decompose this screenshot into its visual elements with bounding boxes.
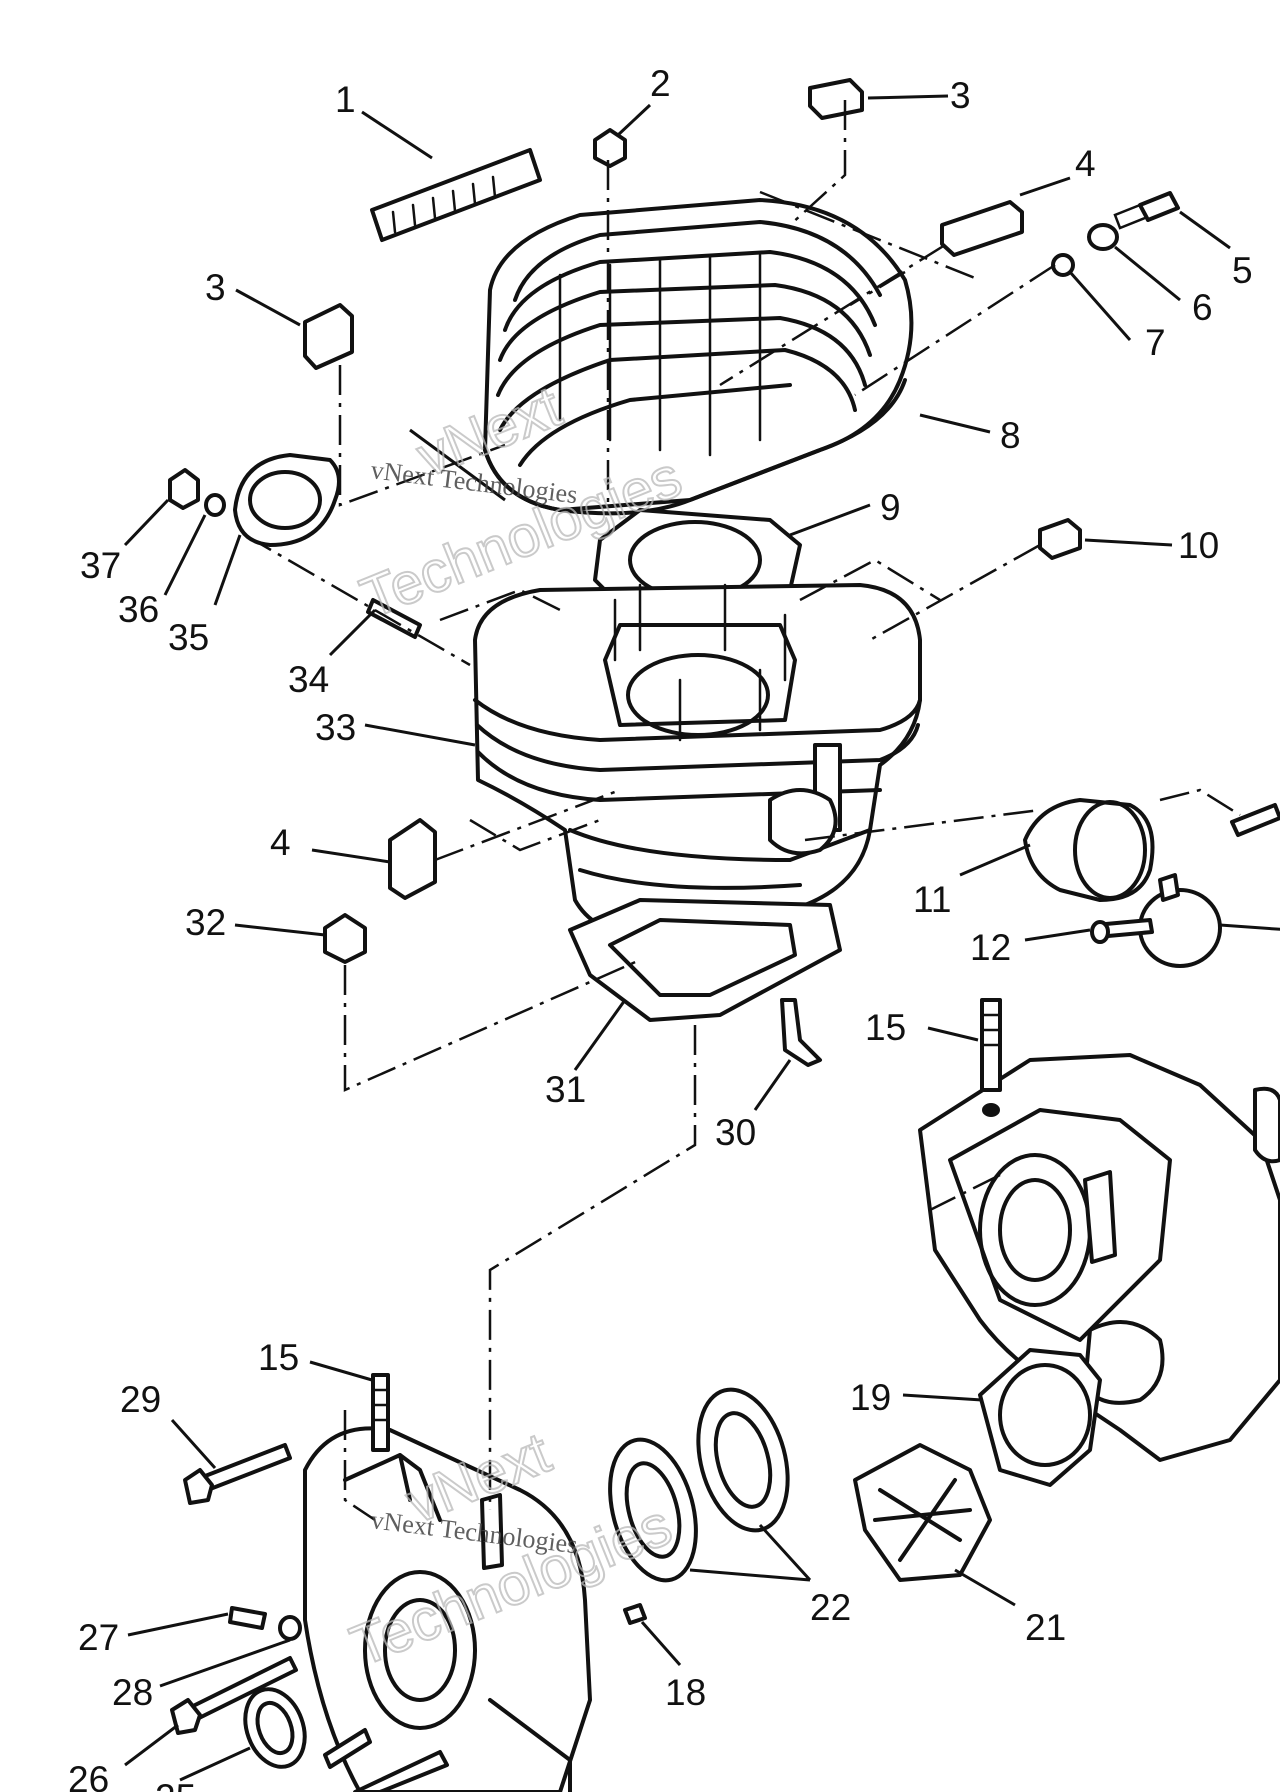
cylinder-head (483, 198, 914, 516)
callout-35: 35 (168, 617, 209, 658)
stud-34 (366, 598, 422, 639)
screw-12 (1090, 918, 1154, 944)
callout-21: 21 (1025, 1607, 1066, 1648)
washer-36 (204, 493, 226, 517)
callout-labels: 1 2 3 3 4 4 5 6 7 8 9 10 11 12 15 15 18 … (68, 63, 1253, 1792)
alignment-lines (244, 100, 1241, 1522)
callout-4-left: 4 (270, 822, 291, 863)
screw-lower (323, 1728, 372, 1769)
callout-36: 36 (118, 589, 159, 630)
callout-3-left: 3 (205, 267, 226, 308)
damper-1 (370, 148, 542, 242)
rubber-block-4-left (388, 818, 437, 900)
cylinder-block (473, 583, 922, 939)
callout-15-right: 15 (865, 1007, 906, 1048)
callout-5: 5 (1232, 250, 1253, 291)
bearing-b (696, 1387, 790, 1533)
callout-6: 6 (1192, 287, 1213, 328)
callout-32: 32 (185, 902, 226, 943)
callout-28: 28 (112, 1672, 153, 1713)
callout-31: 31 (545, 1069, 586, 1110)
bolt-29 (183, 1443, 292, 1505)
bolt-5 (1113, 191, 1180, 230)
callout-9: 9 (880, 487, 901, 528)
callout-3-top: 3 (950, 75, 971, 116)
callout-4-top: 4 (1075, 143, 1096, 184)
callout-11: 11 (913, 879, 951, 920)
gasket-19 (978, 1348, 1102, 1487)
callout-12: 12 (970, 927, 1011, 968)
callout-26: 26 (68, 1759, 109, 1792)
bolt-26 (170, 1656, 298, 1735)
rubber-block-3-left (303, 303, 354, 370)
rubber-block-3-top (808, 78, 864, 120)
dowel-pin-18 (623, 1603, 647, 1625)
oil-seal-cover-21 (853, 1443, 992, 1582)
callout-25: 25 (155, 1777, 196, 1792)
bearing-a (608, 1437, 698, 1583)
temp-sensor-30 (780, 998, 822, 1067)
intake-manifold (1023, 798, 1155, 902)
callout-10: 10 (1178, 525, 1219, 566)
stud-15-left (371, 1373, 390, 1452)
bolt-27 (228, 1606, 302, 1641)
rubber-block-10 (1038, 518, 1082, 560)
seal-25 (243, 1687, 307, 1769)
callout-15-left: 15 (258, 1337, 299, 1378)
base-gasket (568, 898, 842, 1022)
callout-30: 30 (715, 1112, 756, 1153)
rubber-block-4-top (940, 200, 1024, 257)
callout-37: 37 (80, 545, 121, 586)
callout-2: 2 (650, 63, 671, 104)
callout-18: 18 (665, 1672, 706, 1713)
callout-29: 29 (120, 1379, 161, 1420)
leader-lines (123, 94, 1280, 1782)
washer-6 (1087, 223, 1119, 251)
callout-8: 8 (1000, 415, 1021, 456)
nut-32 (323, 913, 367, 964)
screw-right-edge (1230, 803, 1280, 837)
callout-19: 19 (850, 1377, 891, 1418)
crankcase-left (303, 1426, 592, 1792)
callout-27: 27 (78, 1617, 119, 1658)
exhaust-gasket-35 (233, 453, 341, 547)
stud-15-right (980, 998, 1002, 1117)
callout-22: 22 (810, 1587, 851, 1628)
nut-37 (168, 468, 200, 510)
callout-34: 34 (288, 659, 329, 700)
nut-2 (593, 128, 627, 168)
callout-33: 33 (315, 707, 356, 748)
bolt-lower (353, 1750, 449, 1792)
callout-1: 1 (335, 79, 356, 120)
callout-7: 7 (1145, 322, 1166, 363)
